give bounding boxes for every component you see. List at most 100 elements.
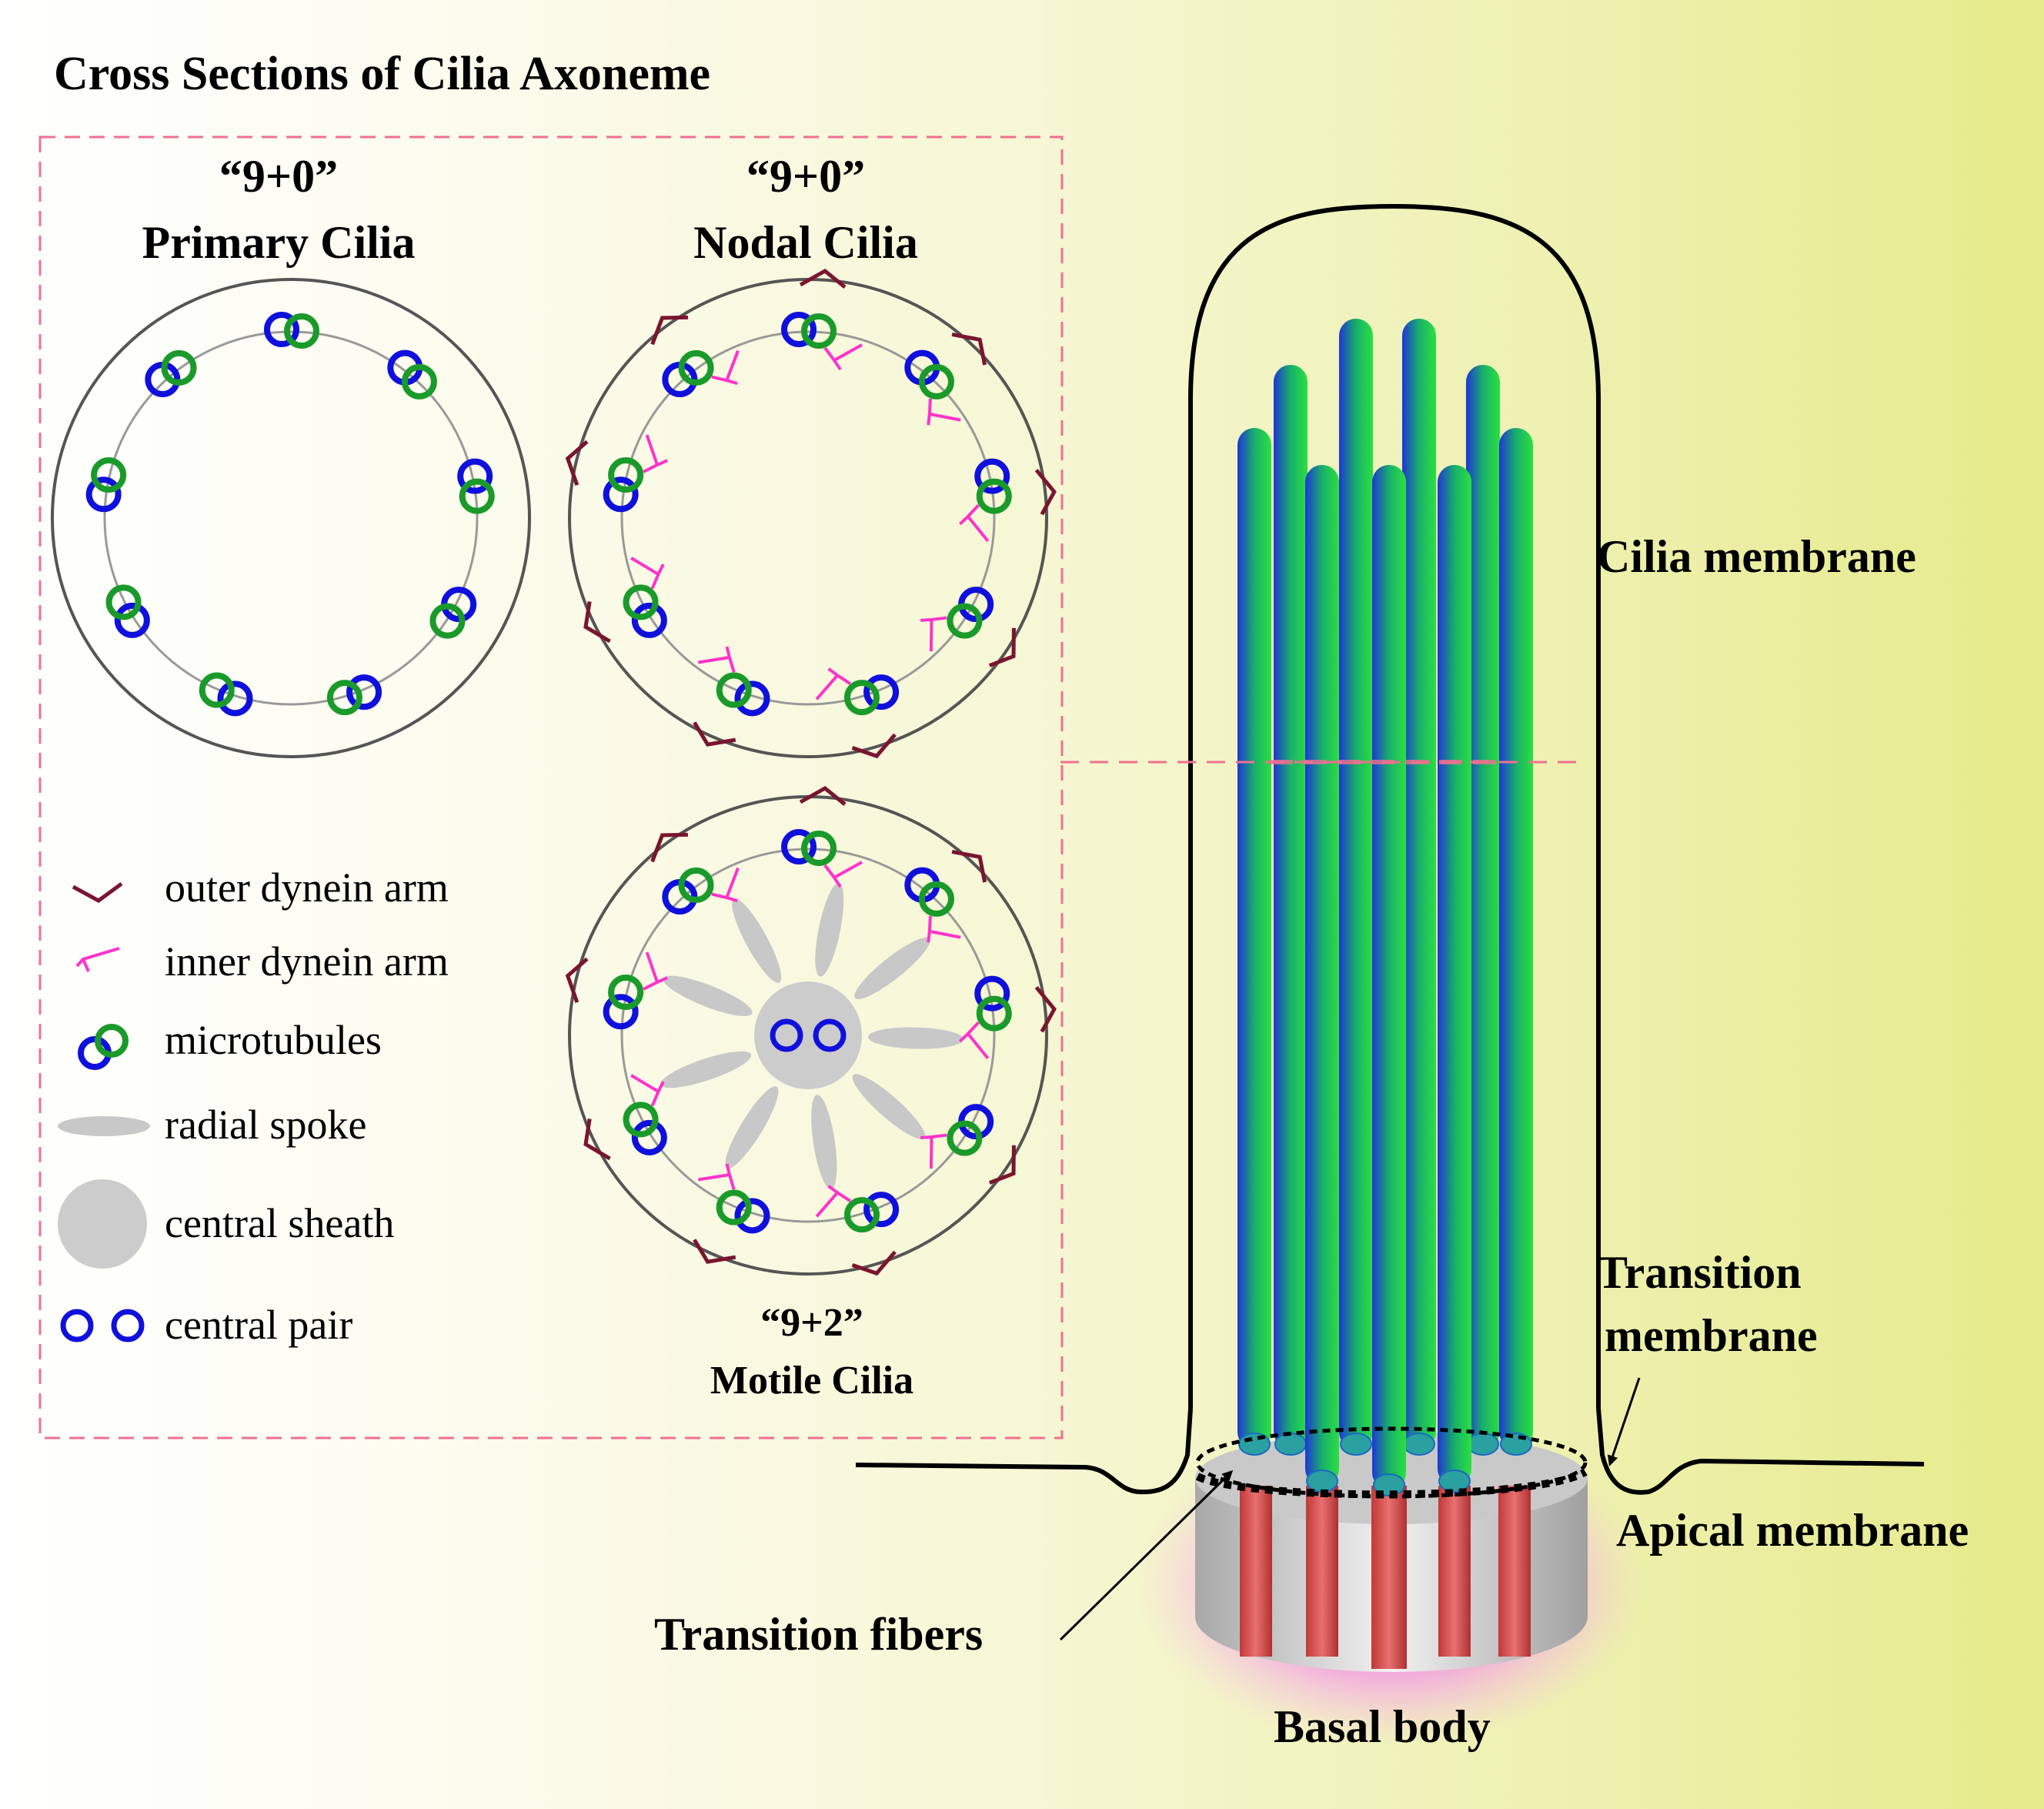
axoneme-rod — [1466, 365, 1500, 1449]
inner-dynein-arm — [630, 1074, 665, 1107]
nodal-cilia-cross-section — [565, 268, 1057, 759]
rod-end — [1467, 1433, 1499, 1456]
outer-dynein-arm — [565, 440, 589, 487]
basal-triplet-rod — [1438, 1486, 1471, 1657]
transition-fibers-arrow — [1059, 1470, 1234, 1641]
doublet-b-tubule — [326, 680, 362, 716]
inner-dynein-arm — [643, 434, 669, 473]
axoneme-rod — [1237, 428, 1271, 1449]
radial-spoke — [660, 1051, 752, 1088]
legend-radial-spoke: radial spoke — [165, 1102, 367, 1148]
doublet-a-tubule — [114, 602, 150, 638]
doublet-b-tubule — [918, 881, 954, 917]
rod-end — [1274, 1433, 1307, 1456]
doublet-b-tubule — [918, 363, 954, 400]
axoneme-rod — [1372, 465, 1406, 1490]
outer-membrane-ring — [51, 278, 531, 758]
doublet-b-tubule — [105, 584, 142, 620]
cross-section-frame — [38, 135, 1064, 1440]
radial-spoke — [811, 1095, 837, 1189]
doublet-b-tubule — [678, 867, 714, 903]
transition-membrane-arrow — [1607, 1377, 1641, 1466]
central-sheath — [754, 981, 862, 1089]
inner-dynein-arm-icon — [75, 947, 120, 972]
doublet-b-tubule — [947, 603, 983, 639]
outer-dynein-arm — [799, 268, 847, 289]
inner-dynein-arm — [711, 349, 740, 386]
basal-triplet-rod — [1306, 1486, 1338, 1657]
rod-end — [1238, 1433, 1271, 1456]
inner-dynein-arm — [815, 1185, 852, 1218]
doublet-b-tubule — [801, 313, 837, 349]
inner-dynein-arm — [920, 1133, 947, 1169]
axoneme-microtubule-rods — [1237, 319, 1533, 1496]
doublet-b-tubule — [91, 457, 127, 493]
outer-dynein-arm — [988, 627, 1016, 667]
motile-formula: “9+2” — [760, 1301, 863, 1345]
outer-dynein-arm — [1034, 985, 1057, 1033]
doublet-a-tubule — [863, 1192, 900, 1228]
radial-spoke — [663, 975, 753, 1016]
inner-dynein-arm — [815, 667, 852, 701]
inner-dynein-arm — [823, 861, 863, 888]
axoneme-rod — [1402, 319, 1436, 1449]
radial-spoke — [815, 882, 844, 977]
doublet-b-tubule — [843, 1197, 880, 1233]
inner-dynein-arm — [697, 1163, 736, 1190]
doublet-a-tubule — [781, 829, 817, 864]
inner-ring — [620, 330, 996, 706]
inner-dynein-arm — [927, 915, 961, 943]
doublet-b-tubule — [429, 603, 466, 639]
doublet-a-tubule — [631, 602, 667, 638]
basal-triplet-rod — [1240, 1486, 1272, 1657]
axoneme-rod — [1438, 465, 1471, 1486]
outer-dynein-arm — [583, 1119, 611, 1161]
outer-dynein-arm — [1034, 468, 1057, 516]
inner-dynein-arm — [920, 616, 947, 652]
axoneme-rod — [1274, 365, 1308, 1449]
central-pair-microtubule — [770, 1018, 803, 1052]
doublet-a-tubule — [85, 476, 122, 513]
primary-formula: “9+0” — [219, 151, 339, 202]
axoneme-rod — [1499, 428, 1533, 1449]
doublet-a-tubule — [457, 458, 493, 494]
inner-dynein-arm — [711, 867, 740, 903]
outer-dynein-arm — [650, 832, 688, 863]
doublet-b-tubule — [843, 680, 880, 716]
axoneme-rod — [1305, 465, 1339, 1486]
doublet-a-tubule — [734, 1198, 770, 1234]
inner-dynein-arm — [643, 951, 669, 991]
outer-dynein-arm — [951, 333, 987, 366]
outer-dynein-arm — [951, 850, 987, 883]
legend-microtubules: microtubules — [165, 1017, 382, 1063]
central-pair-microtubule — [813, 1018, 847, 1052]
inner-dynein-arm — [958, 503, 990, 543]
cilia-membrane — [1188, 203, 1601, 1409]
central-pair-icon — [60, 1309, 94, 1343]
basal-triplet-rod — [1371, 1486, 1407, 1669]
basal-body-label: Basal body — [1274, 1701, 1491, 1752]
doublet-b-tubule — [401, 363, 437, 400]
doublet-a-tubule — [346, 674, 382, 711]
outer-dynein-arm-icon — [72, 881, 123, 903]
nodal-cilia-title: Nodal Cilia — [693, 217, 918, 268]
doublet-b-tubule — [976, 995, 1012, 1032]
outer-dynein-arm — [693, 1239, 736, 1264]
doublet-a-tubule — [603, 994, 639, 1030]
primary-cilia-title: Primary Cilia — [142, 217, 416, 268]
doublet-b-tubule — [716, 672, 752, 708]
doublet-a-tubule — [974, 458, 1010, 494]
apical-membrane — [855, 1408, 1925, 1495]
basal-body-triplets — [1240, 1486, 1531, 1669]
radial-spoke — [867, 1027, 964, 1049]
doublet-a-tubule — [781, 312, 817, 347]
doublet-b-tubule — [976, 478, 1012, 514]
primary-cilia-cross-section — [51, 278, 531, 758]
inner-dynein-arm — [927, 398, 961, 426]
doublet-a-tubule — [863, 674, 900, 711]
doublet-b-tubule — [608, 457, 644, 493]
inner-dynein-arm — [630, 557, 665, 590]
outer-dynein-arm — [650, 315, 688, 346]
